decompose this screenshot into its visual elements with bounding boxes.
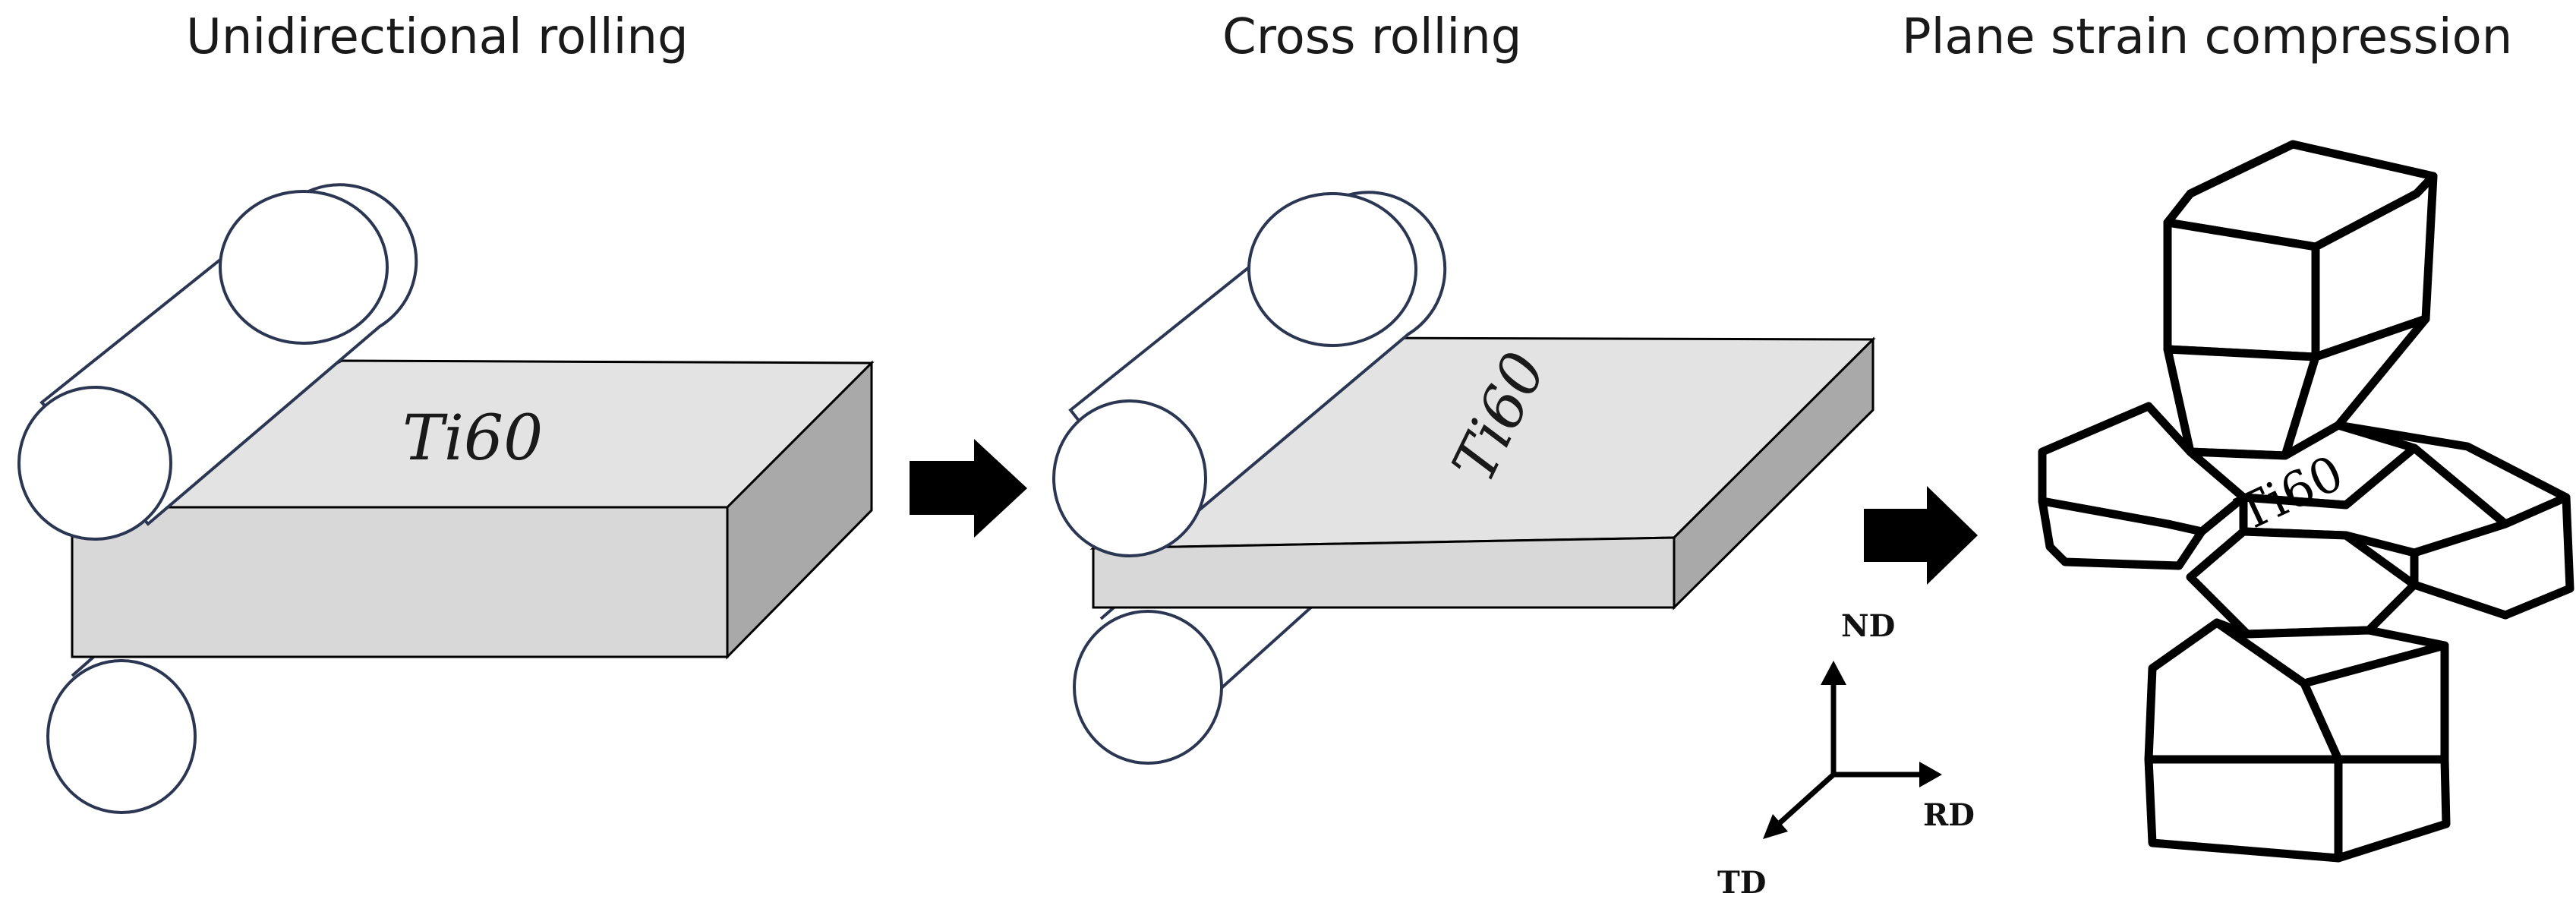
top-roller bbox=[17, 183, 418, 541]
unidirectional-rolling-panel: Ti60 bbox=[17, 183, 875, 814]
top-roller-2 bbox=[1052, 191, 1447, 557]
specimen-bar bbox=[2038, 402, 2574, 620]
axis-label-td: TD bbox=[1717, 865, 1766, 901]
process-arrow-2 bbox=[1864, 486, 1978, 585]
specimen-label-1: Ti60 bbox=[402, 402, 543, 475]
axis-label-nd: ND bbox=[1841, 608, 1895, 644]
upper-die bbox=[2163, 140, 2438, 460]
ti60-plate-2 bbox=[1089, 336, 1876, 611]
coordinate-axes bbox=[1763, 661, 1942, 839]
title-unidirectional-rolling: Unidirectional rolling bbox=[186, 9, 689, 65]
ti60-plate-1 bbox=[71, 359, 875, 660]
title-plane-strain-compression: Plane strain compression bbox=[1902, 9, 2513, 65]
axis-label-rd: RD bbox=[1923, 797, 1975, 833]
process-arrow-1 bbox=[910, 439, 1027, 538]
lower-die bbox=[2144, 527, 2451, 863]
plane-strain-compression-panel: Ti60 bbox=[2038, 140, 2574, 863]
title-cross-rolling: Cross rolling bbox=[1222, 9, 1522, 65]
cross-rolling-panel: Ti60 bbox=[1052, 191, 1876, 765]
